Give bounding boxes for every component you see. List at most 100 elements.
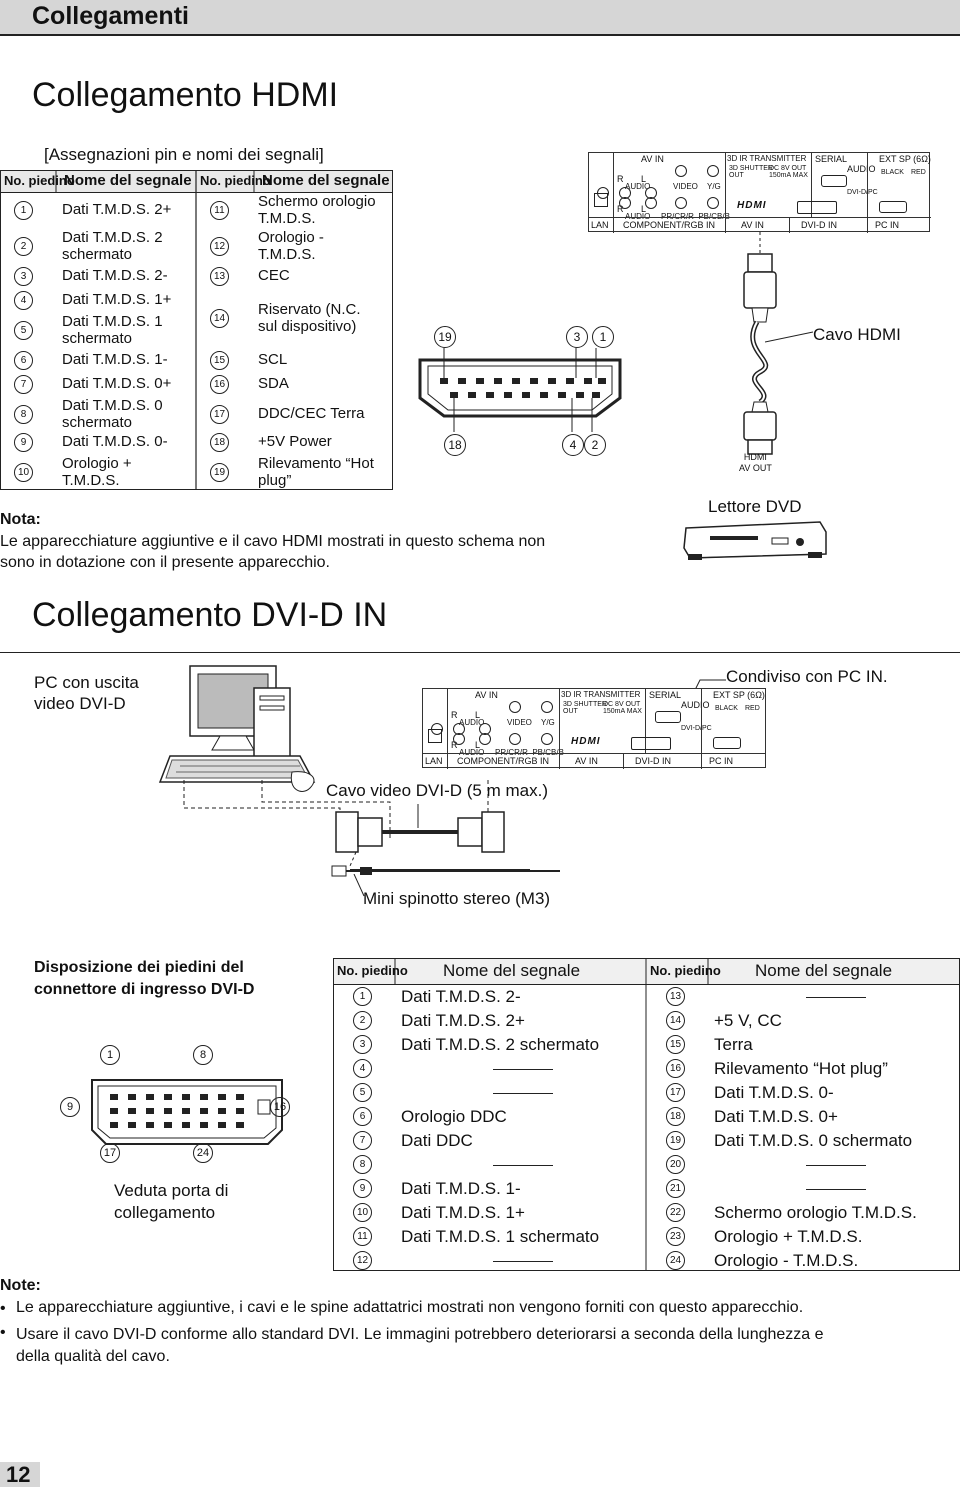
dvi-empty-dash [493, 1093, 553, 1094]
panel1-divider [789, 217, 790, 233]
panel2-label-black: BLACK [715, 705, 738, 712]
hdmi-pin-number: 1 [14, 201, 33, 220]
panel1-label-video: VIDEO [673, 182, 698, 191]
hdmi-pin-number: 16 [210, 375, 229, 394]
panel2-label-r: R [451, 740, 458, 750]
dvi-pin-number: 10 [353, 1203, 372, 1222]
page-number: 12 [6, 1462, 31, 1487]
hdmi-pin-number: 12 [210, 237, 229, 256]
dvi-empty-dash [493, 1165, 553, 1166]
dvi-signal-name: Orologio + T.M.D.S. [714, 1227, 863, 1246]
panel1-label-dvipc: DVI-D/PC [847, 189, 878, 196]
hdmi-cable-label: Cavo HDMI [813, 325, 901, 344]
port-view-label: Veduta porta di collegamento [114, 1181, 229, 1223]
hdmi-pin-number: 10 [14, 463, 33, 482]
dvi-pin-dot [182, 1122, 190, 1128]
panel2-label-audio2: AUDIO [681, 700, 710, 710]
panel1-label-black: BLACK [881, 169, 904, 176]
dvi-pin-number: 11 [353, 1227, 372, 1246]
hdmi-col-name: Nome del segnale [64, 172, 192, 189]
hdmi-signal-name: Dati T.M.D.S. 1- [62, 351, 168, 368]
panel2-label-audio: AUDIO [459, 749, 484, 757]
dvi-pin-number: 18 [666, 1107, 685, 1126]
dvi-empty-dash [493, 1069, 553, 1070]
hdmi-pin-18-label: 18 [444, 434, 466, 456]
dvi-pin-dot [110, 1122, 118, 1128]
panel1-hdmi-logo: HDMI [737, 200, 767, 211]
panel2-serial-port [655, 711, 681, 723]
pin-layout-title: Disposizione dei piedini del connettore … [34, 959, 255, 998]
panel1-label-ext-sp: EXT SP (6Ω) [879, 154, 931, 164]
dvi-signal-name: Terra [714, 1035, 753, 1054]
panel1-label-pc-in: PC IN [875, 220, 900, 230]
panel2-divider [447, 689, 448, 769]
dvi-pin-dot [182, 1094, 190, 1100]
dvi-pin-number: 13 [666, 987, 685, 1006]
note-bullet-2: • [0, 1324, 6, 1341]
hdmi-col-no-2: No. piedino [200, 173, 271, 188]
hdmi-pin-number: 4 [14, 291, 33, 310]
panel2-jack [509, 701, 521, 713]
panel1-label-shutter: 3D SHUTTER OUT [729, 165, 773, 179]
dvi-pin-number: 6 [353, 1107, 372, 1126]
dvi-signal-name: Orologio - T.M.D.S. [714, 1251, 859, 1270]
notes-title: Note: [0, 1277, 41, 1294]
panel1-label-r: R [617, 204, 624, 214]
dvi-pin-24-label: 24 [193, 1143, 213, 1163]
dvi-pin-1-label: 1 [100, 1045, 120, 1065]
dvi-pin-dot [146, 1122, 154, 1128]
panel1-label-lan: LAN [591, 220, 609, 230]
hdmi-signal-name: Dati T.M.D.S. 0+ [62, 375, 172, 392]
panel1-label-serial: SERIAL [815, 154, 848, 164]
hdmi-subtitle: [Assegnazioni pin e nomi dei segnali] [44, 145, 324, 164]
panel2-label-serial: SERIAL [649, 690, 682, 700]
dvi-signal-name: Dati T.M.D.S. 1 schermato [401, 1227, 600, 1246]
panel2-label-video: VIDEO [507, 718, 532, 727]
hdmi-pin-number: 3 [14, 267, 33, 286]
panel1-label-dvid-in: DVI-D IN [801, 220, 837, 230]
panel1-divider [613, 153, 614, 233]
dvi-signal-name: Dati T.M.D.S. 2+ [401, 1011, 525, 1030]
panel2-label-yg: Y/G [541, 718, 555, 727]
panel1-label-yg: Y/G [707, 182, 721, 191]
panel1-label-audio: AUDIO [625, 182, 651, 191]
dvi-pin-number: 15 [666, 1035, 685, 1054]
hdmi-signal-name: SDA [258, 375, 289, 392]
dvi-empty-dash [806, 1165, 866, 1166]
panel1-divider [589, 217, 931, 218]
panel1-label-av-in2: AV IN [741, 220, 764, 230]
dvi-pin-number: 9 [353, 1179, 372, 1198]
note-item-2: Usare il cavo DVI-D conforme allo standa… [16, 1326, 824, 1366]
hdmi-signal-name: Orologio - T.M.D.S. [258, 229, 324, 263]
hdmi-pin-number: 19 [210, 463, 229, 482]
hdmi-pin-number: 18 [210, 433, 229, 452]
dvi-pin-number: 21 [666, 1179, 685, 1198]
panel2-label-component: COMPONENT/RGB IN [457, 756, 550, 766]
panel2-label-ext-sp: EXT SP (6Ω) [713, 690, 765, 700]
dvi-pin-table: No. piedino Nome del segnale No. piedino… [333, 958, 960, 1271]
hdmi-pin-19-label: 19 [434, 326, 456, 348]
hdmi-signal-name: Dati T.M.D.S. 2+ [62, 201, 172, 218]
hdmi-pin-number: 8 [14, 405, 33, 424]
dvi-empty-dash [493, 1261, 553, 1262]
mini-plug-leader [353, 874, 365, 897]
dvi-signal-name: Rilevamento “Hot plug” [714, 1059, 888, 1078]
dvd-label: Lettore DVD [708, 497, 802, 516]
panel2-label-l: L [475, 740, 481, 750]
panel2-label-dc: DC 8V OUT 150mA MAX [603, 701, 642, 715]
dvi-pin-dot [128, 1094, 136, 1100]
dvi-pin-number: 2 [353, 1011, 372, 1030]
panel1-label-audio: AUDIO [625, 213, 650, 221]
panel2-jack [453, 733, 465, 745]
dvi-pin-dot [146, 1094, 154, 1100]
dvi-pin-dot [200, 1108, 208, 1114]
hdmi-signal-name: Schermo orologio T.M.D.S. [258, 193, 376, 227]
dvi-pin-number: 23 [666, 1227, 685, 1246]
panel2-label-ir: 3D IR TRANSMITTER [561, 690, 641, 699]
dvi-signal-name: +5 V, CC [714, 1011, 782, 1030]
dvi-signal-name: Dati T.M.D.S. 2 schermato [401, 1035, 600, 1054]
panel2-jack [509, 733, 521, 745]
dvi-pin-dot [110, 1094, 118, 1100]
dvi-signal-name: Dati T.M.D.S. 2- [401, 987, 521, 1006]
